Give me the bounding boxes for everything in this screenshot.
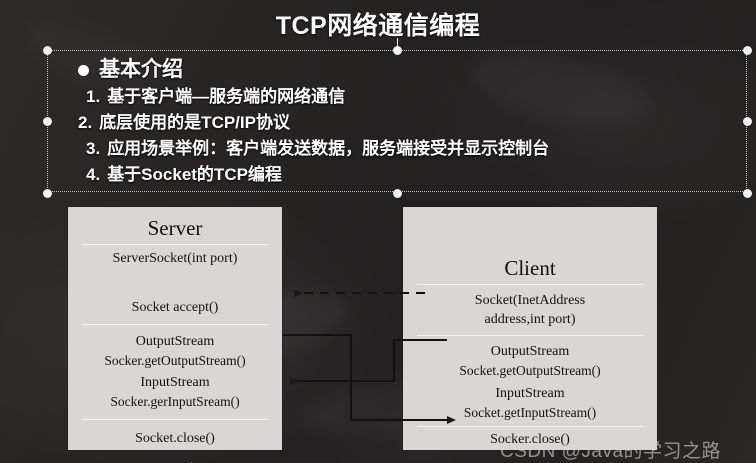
bullet-heading-label: 基本介绍 (99, 58, 183, 81)
resize-handle-top-left[interactable] (43, 46, 52, 55)
server-panel[interactable]: Server ServerSocket(int port) Socket acc… (68, 207, 282, 463)
divider (82, 324, 268, 325)
resize-handle-bottom-center[interactable] (393, 189, 402, 198)
list-item-number: 4. (86, 165, 101, 184)
client-row-close: Socker.close() (490, 432, 570, 447)
divider (82, 419, 268, 420)
list-item-label: 应用场景举例：客户端发送数据，服务端接受并显示控制台 (107, 139, 550, 158)
client-row-getinputstream: Socket.getInputStream() (463, 405, 597, 420)
server-row-accept: Socket accept() (131, 300, 219, 315)
divider (417, 426, 643, 427)
list-item-number: 3. (86, 139, 101, 158)
server-row-inputstream: InputStream (140, 375, 210, 390)
list-item-label: 底层使用的是TCP/IP协议 (99, 113, 290, 132)
resize-handle-middle-right[interactable] (743, 117, 752, 126)
client-panel-title: Client (504, 256, 556, 280)
server-row-getoutputstream: Socker.getOutputStream() (104, 353, 246, 368)
csdn-watermark: CSDN @Java的学习之路 (500, 441, 722, 462)
divider (417, 284, 643, 285)
divider (82, 244, 268, 245)
list-item: 2. 底层使用的是TCP/IP协议 (60, 110, 750, 136)
list-item-number: 2. (78, 113, 93, 132)
client-row-inputstream: InputStream (495, 386, 565, 401)
server-row-outputstream: OutputStream (135, 334, 215, 349)
list-item-label: 基于Socket的TCP编程 (107, 165, 282, 184)
server-row-getinputstream: Socker.gerInputSream() (110, 394, 240, 409)
list-item: 4. 基于Socket的TCP编程 (60, 162, 750, 188)
list-item: 3. 应用场景举例：客户端发送数据，服务端接受并显示控制台 (60, 136, 750, 162)
server-row-close: Socket.close() (135, 431, 215, 446)
client-row-socket-line2: address,int port) (484, 312, 576, 327)
bullet-dot-icon (78, 64, 89, 76)
client-row-socket-line1: Socket(InetAddress (474, 293, 586, 308)
resize-handle-top-right[interactable] (743, 46, 752, 55)
list-item: 1. 基于客户端—服务端的网络通信 (60, 84, 750, 110)
client-row-getoutputstream: Socket.getOutputStream() (459, 363, 601, 378)
rotation-stem (397, 38, 398, 50)
selected-text-box[interactable] (43, 38, 752, 198)
slide-title: TCP网络通信编程 (275, 12, 481, 40)
bullet-list[interactable]: 基本介绍 1. 基于客户端—服务端的网络通信 2. 底层使用的是TCP/IP协议 3… (60, 56, 750, 188)
bullet-heading: 基本介绍 (60, 56, 750, 84)
list-item-label: 基于客户端—服务端的网络通信 (107, 87, 346, 106)
client-row-outputstream: OutputStream (490, 344, 570, 359)
server-row-serversocket: ServerSocket(int port) (112, 251, 238, 266)
divider (417, 335, 643, 336)
resize-handle-middle-left[interactable] (43, 117, 52, 126)
client-panel[interactable]: Client Socket(InetAddress address,int po… (403, 207, 657, 450)
resize-handle-bottom-right[interactable] (743, 189, 752, 198)
resize-handle-bottom-left[interactable] (43, 189, 52, 198)
list-item-number: 1. (86, 87, 101, 106)
server-panel-title: Server (147, 216, 203, 240)
rotation-handle-top-center[interactable] (393, 46, 402, 55)
